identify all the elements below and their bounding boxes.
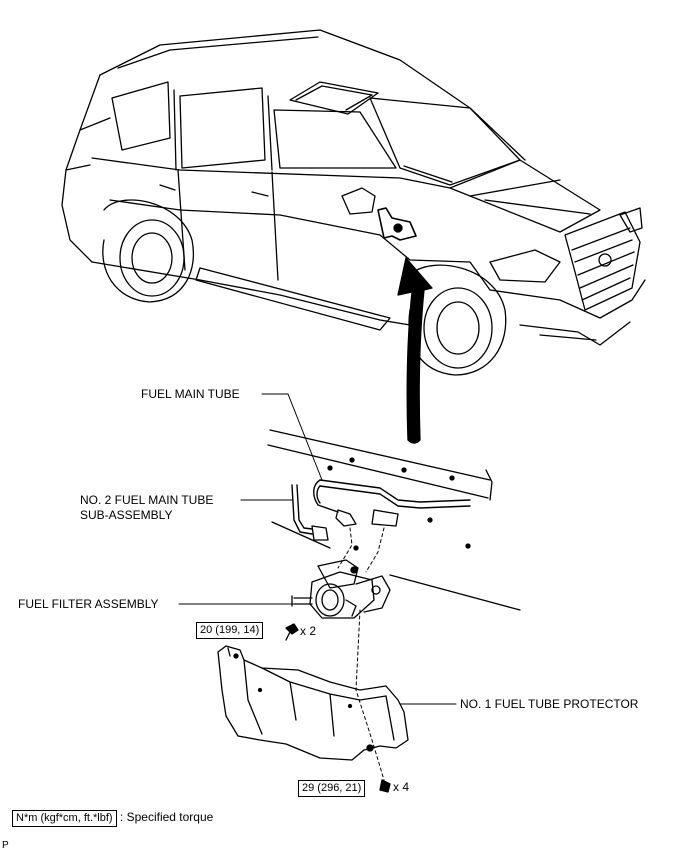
label-fuel-filter-assembly: FUEL FILTER ASSEMBLY	[18, 597, 159, 611]
label-no1-fuel-tube-protector: NO. 1 FUEL TUBE PROTECTOR	[460, 697, 639, 711]
legend-meaning: : Specified torque	[119, 810, 214, 824]
fuel-main-tube	[313, 479, 471, 527]
legend-unit-box: N*m (kgf*cm, ft.*lbf)	[12, 810, 117, 827]
no2-fuel-main-tube	[291, 484, 329, 541]
label-fuel-main-tube: FUEL MAIN TUBE	[141, 387, 240, 401]
protector-bolt-icon	[379, 779, 391, 793]
vehicle-illustration	[61, 29, 646, 376]
torque-box-protector: 29 (296, 21)	[298, 780, 366, 797]
label-no2-fuel-main-tube-sub: SUB-ASSEMBLY	[80, 508, 173, 522]
torque-legend: N*m (kgf*cm, ft.*lbf) : Specified torque	[12, 810, 213, 827]
torque-box-filter: 20 (199, 14)	[196, 622, 264, 639]
corner-mark: P	[2, 840, 9, 851]
fuel-filter-assembly-part	[291, 559, 391, 619]
frame-panel	[267, 429, 521, 611]
label-no2-fuel-main-tube: NO. 2 FUEL MAIN TUBE	[80, 493, 214, 507]
filter-bolt-icon	[285, 623, 299, 641]
location-arrow	[397, 257, 433, 444]
bolt-qty-filter: x 2	[300, 624, 317, 638]
leader-lines	[178, 393, 457, 705]
install-guides	[337, 527, 385, 781]
fuel-tube-protector-part	[217, 645, 409, 761]
bolt-qty-protector: x 4	[393, 780, 410, 794]
